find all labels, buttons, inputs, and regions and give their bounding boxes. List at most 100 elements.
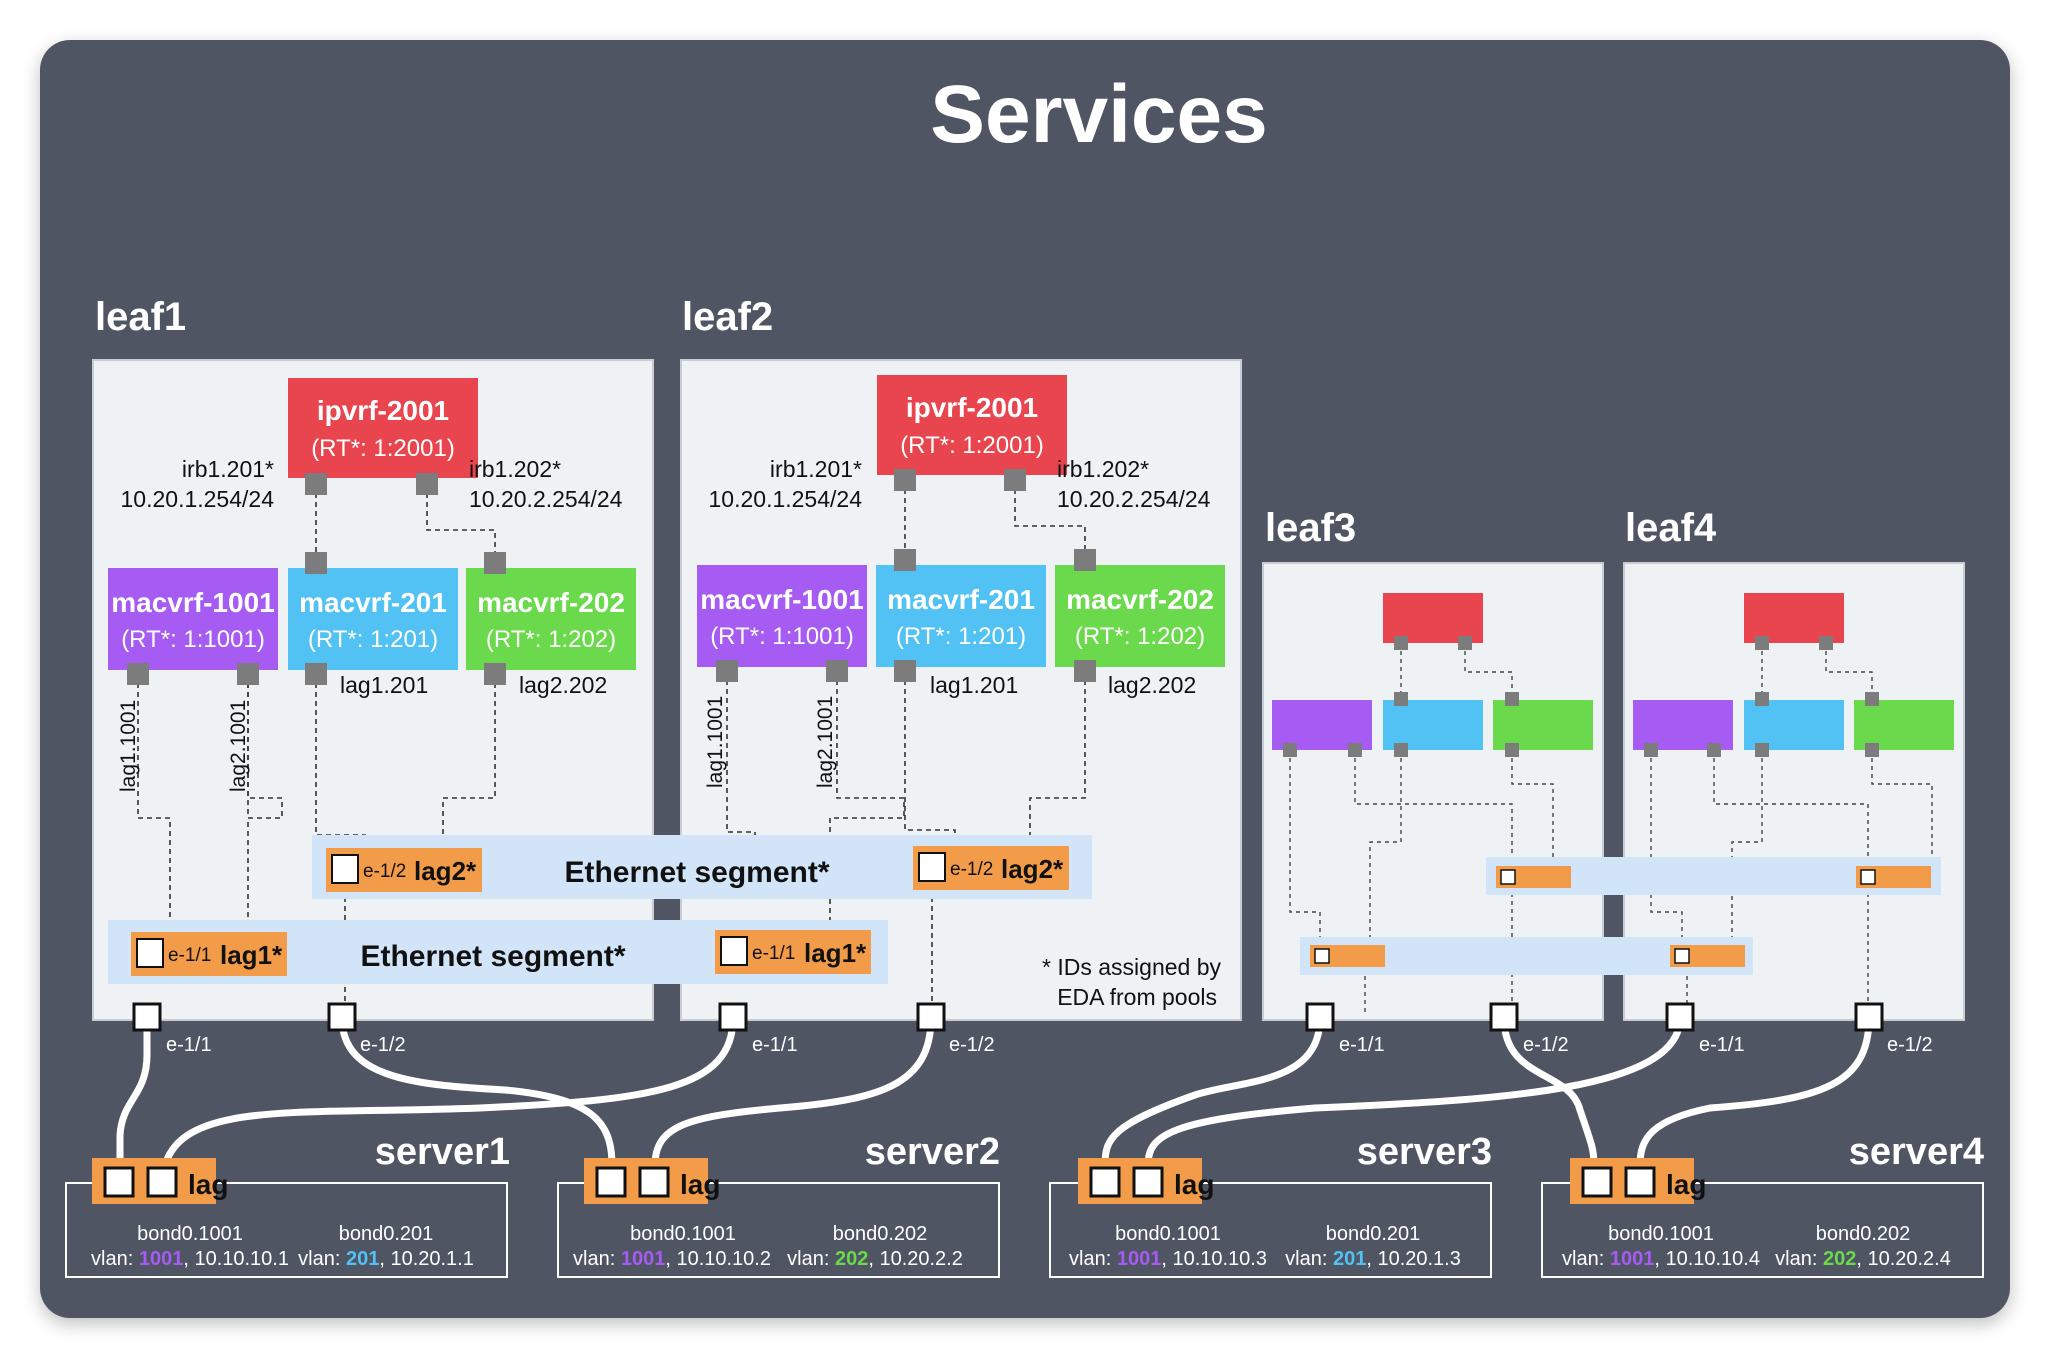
leaf4-ipvrf[interactable] xyxy=(1744,593,1844,643)
leaf1-port2-label: e-1/2 xyxy=(360,1034,406,1056)
server4-vlan-b: vlan: 202, 10.20.2.4 xyxy=(1775,1248,1951,1270)
leaf4-macvrf-1001[interactable] xyxy=(1633,700,1733,750)
leaf3-label: leaf3 xyxy=(1265,506,1356,550)
leaf2-port-e11[interactable] xyxy=(718,1002,748,1032)
leaf2-macvrf-1001-rt: (RT*: 1:1001) xyxy=(710,623,854,650)
leaf2-macvrf-202-name: macvrf-202 xyxy=(1066,584,1214,615)
es1-lag-right-name: lag1* xyxy=(804,938,867,968)
leaf4-macvrf-201[interactable] xyxy=(1744,700,1844,750)
server3-bond-b: bond0.201 xyxy=(1326,1223,1421,1245)
leaf2-port1-label: e-1/1 xyxy=(752,1034,798,1056)
leaf2-ipvrf-name: ipvrf-2001 xyxy=(906,392,1038,423)
ethernet-segment-1-label: Ethernet segment* xyxy=(360,940,625,973)
leaf2-macvrf-201-rt: (RT*: 1:201) xyxy=(896,623,1026,650)
leaf3-port-e12[interactable] xyxy=(1489,1002,1519,1032)
server3-lag-label: lag xyxy=(1174,1169,1214,1200)
leaf1-macvrf-202[interactable] xyxy=(466,568,636,670)
leaf4-detail xyxy=(1633,593,1954,1012)
page-title: Services xyxy=(930,69,1267,160)
server1-name: server1 xyxy=(375,1131,510,1173)
leaf2-ipvrf-rt: (RT*: 1:2001) xyxy=(900,432,1044,459)
leaf1-detail: ipvrf-2001 (RT*: 1:2001) irb1.201* 10.20… xyxy=(108,378,636,1015)
leaf2-macvrf-201-name: macvrf-201 xyxy=(887,584,1035,615)
server3-name: server3 xyxy=(1357,1131,1492,1173)
leaf1-irb2-port xyxy=(416,473,438,495)
leaf3-port1-label: e-1/1 xyxy=(1339,1034,1385,1056)
leaf1-macvrf-1001-rt: (RT*: 1:1001) xyxy=(121,626,265,653)
es2-lag-right-port: e-1/2 xyxy=(950,859,993,880)
server1-vlan-b: vlan: 201, 10.20.1.1 xyxy=(298,1248,474,1270)
leaf2-irb1-name: irb1.201* xyxy=(770,456,862,482)
server3-vlan-a: vlan: 1001, 10.10.10.3 xyxy=(1069,1248,1267,1270)
leaf3-port2-label: e-1/2 xyxy=(1523,1034,1569,1056)
leaf1-sub-lag2-1001: lag2.1001 xyxy=(227,700,250,792)
leaf3-macvrf-1001[interactable] xyxy=(1272,700,1372,750)
leaf2-sub-lag2-1001: lag2.1001 xyxy=(814,696,837,788)
leaf2-irb1-ip: 10.20.1.254/24 xyxy=(709,486,863,512)
leaf2-irb2-name: irb1.202* xyxy=(1057,456,1149,482)
leaf2-ipvrf[interactable] xyxy=(877,375,1067,475)
server1-lag-label: lag xyxy=(188,1169,228,1200)
server1-vlan-a: vlan: 1001, 10.10.10.1 xyxy=(91,1248,289,1270)
server2-vlan-b: vlan: 202, 10.20.2.2 xyxy=(787,1248,963,1270)
server4-bond-b: bond0.202 xyxy=(1816,1223,1911,1245)
leaf2-macvrf-1001[interactable] xyxy=(697,565,867,667)
leaf4-port-e11[interactable] xyxy=(1665,1002,1695,1032)
es1-lag-left-name: lag1* xyxy=(220,940,283,970)
es2-lag-right-name: lag2* xyxy=(1001,854,1064,884)
server2-vlan-a: vlan: 1001, 10.10.10.2 xyxy=(573,1248,771,1270)
server4-lag-label: lag xyxy=(1666,1169,1706,1200)
leaf2-macvrf-202[interactable] xyxy=(1055,565,1225,667)
server2-bond-a: bond0.1001 xyxy=(630,1223,736,1245)
leaf4-port-e12[interactable] xyxy=(1854,1002,1884,1032)
leaf3-ipvrf[interactable] xyxy=(1383,593,1483,643)
leaf2-macvrf-201[interactable] xyxy=(876,565,1046,667)
ethernet-segment-1: Ethernet segment* e-1/1 lag1* e-1/1 lag1… xyxy=(108,920,888,984)
server1: lag server1 bond0.1001 bond0.201 vlan: 1… xyxy=(65,1131,510,1278)
ethernet-segment-2-label: Ethernet segment* xyxy=(564,856,829,889)
leaf1-ipvrf[interactable] xyxy=(288,378,478,478)
leaf2-label: leaf2 xyxy=(682,295,773,339)
leaf1-sub-lag2-202: lag2.202 xyxy=(519,672,607,698)
leaf2-macvrf-1001-name: macvrf-1001 xyxy=(700,584,863,615)
leaf2-port2-label: e-1/2 xyxy=(949,1034,995,1056)
server4: lag server4 bond0.1001 bond0.202 vlan: 1… xyxy=(1541,1131,1984,1278)
leaf1-irb1-port xyxy=(305,473,327,495)
leaf2-sub-lag1-1001: lag1.1001 xyxy=(704,696,727,788)
es1-lag-right-port: e-1/1 xyxy=(752,943,795,964)
leaf2-sub-lag2-202: lag2.202 xyxy=(1108,672,1196,698)
leaf2-sub-lag1-201: lag1.201 xyxy=(930,672,1018,698)
footnote-line2: EDA from pools xyxy=(1057,984,1217,1010)
server4-name: server4 xyxy=(1849,1131,1984,1173)
leaf1-irb2-ip: 10.20.2.254/24 xyxy=(469,486,623,512)
server2-bond-b: bond0.202 xyxy=(833,1223,928,1245)
leaf-ports xyxy=(132,1002,1884,1032)
leaf1-irb2-name: irb1.202* xyxy=(469,456,561,482)
server2: lag server2 bond0.1001 bond0.202 vlan: 1… xyxy=(557,1131,1000,1278)
leaf1-irb1-name: irb1.201* xyxy=(182,456,274,482)
server2-name: server2 xyxy=(865,1131,1000,1173)
leaf1-sub-lag1-1001: lag1.1001 xyxy=(117,700,140,792)
leaf3-port-e11[interactable] xyxy=(1305,1002,1335,1032)
leaf4-label: leaf4 xyxy=(1625,506,1717,550)
leaf2-port-e12[interactable] xyxy=(916,1002,946,1032)
server4-bond-a: bond0.1001 xyxy=(1608,1223,1714,1245)
server3-bond-a: bond0.1001 xyxy=(1115,1223,1221,1245)
leaf1-sub-lag1-201: lag1.201 xyxy=(340,672,428,698)
leaf2-macvrf-202-rt: (RT*: 1:202) xyxy=(1075,623,1205,650)
leaf3-macvrf-202[interactable] xyxy=(1493,700,1593,750)
leaf1-macvrf-202-name: macvrf-202 xyxy=(477,587,625,618)
leaf1-macvrf-1001-name: macvrf-1001 xyxy=(111,587,274,618)
leaf2-detail: ipvrf-2001 (RT*: 1:2001) irb1.201* 10.20… xyxy=(697,375,1225,1015)
leaf4-macvrf-202[interactable] xyxy=(1854,700,1954,750)
leaf1-port-e11[interactable] xyxy=(132,1002,162,1032)
leaf1-port1-label: e-1/1 xyxy=(166,1034,212,1056)
leaf1-macvrf-201[interactable] xyxy=(288,568,458,670)
es1-lag-left-port: e-1/1 xyxy=(168,945,211,966)
leaf1-macvrf-201-rt: (RT*: 1:201) xyxy=(308,626,438,653)
leaf1-macvrf-1001[interactable] xyxy=(108,568,278,670)
leaf3-macvrf-201[interactable] xyxy=(1383,700,1483,750)
leaf1-port-e12[interactable] xyxy=(327,1002,357,1032)
leaf1-macvrf-201-name: macvrf-201 xyxy=(299,587,447,618)
